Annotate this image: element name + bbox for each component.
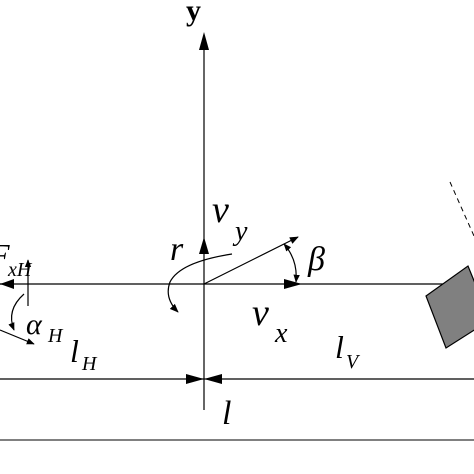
force-subscript: xH [7, 259, 33, 281]
v-y-arrowhead [199, 237, 209, 254]
alpha-arc [8, 293, 25, 331]
l-label: l [222, 395, 231, 432]
dimension-arrow-right [204, 374, 222, 384]
alpha-subscript: H [47, 325, 64, 347]
rudder-block [425, 265, 474, 349]
l-h-subscript: H [81, 353, 98, 375]
l-h-label: l [70, 333, 79, 369]
alpha-direction-line [0, 329, 35, 345]
alpha-label: α [26, 308, 43, 341]
beta-label: β [307, 241, 325, 278]
v-y-label: v [212, 189, 229, 231]
dimension-arrow-left [186, 374, 204, 384]
l-v-subscript: V [346, 351, 361, 373]
v-x-label: v [252, 292, 269, 334]
y-axis-label: y [186, 0, 201, 27]
y-axis-arrowhead [199, 32, 209, 50]
force-label: F [0, 237, 10, 273]
beta-arc [283, 243, 300, 283]
velocity-vector [203, 236, 299, 285]
l-v-label: l [335, 329, 344, 365]
v-x-subscript: x [274, 318, 288, 349]
rudder-dashed-line [449, 181, 474, 237]
yaw-rate-label: r [170, 231, 184, 268]
v-y-subscript: y [232, 216, 248, 247]
force-arrowhead [0, 279, 14, 289]
yaw-rate-arc [167, 253, 233, 313]
v-x-arrowhead [284, 279, 302, 289]
